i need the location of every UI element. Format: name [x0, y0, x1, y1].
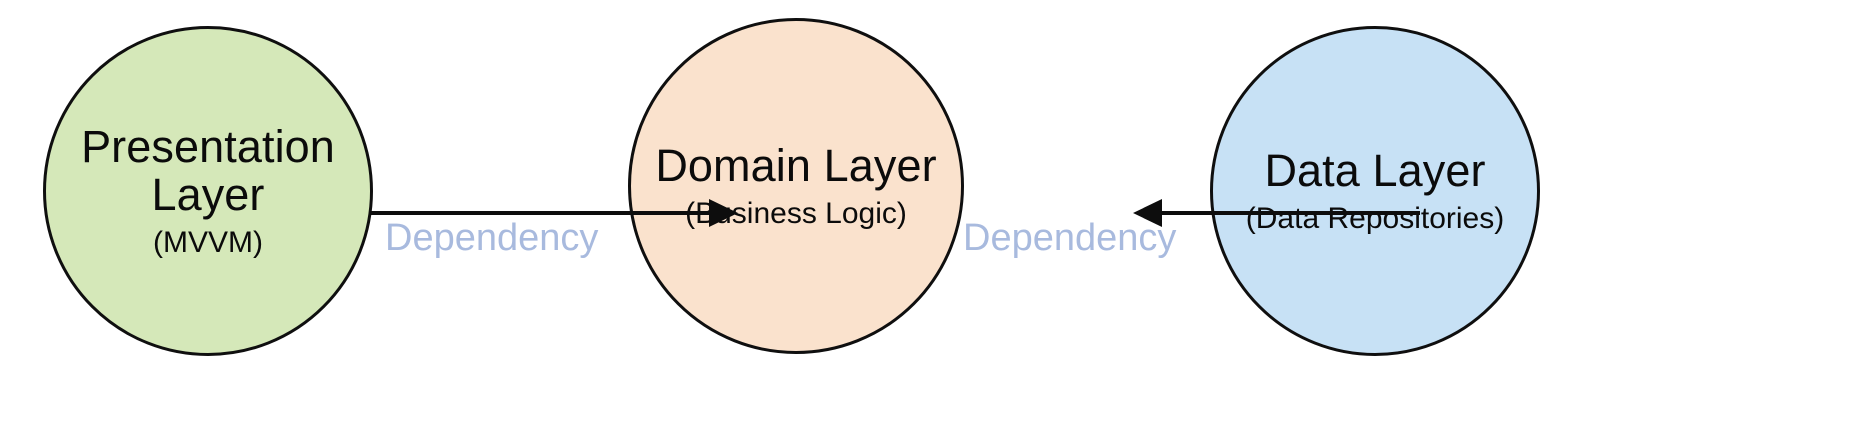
node-data-layer[interactable]: Data Layer (Data Repositories)	[1210, 26, 1540, 356]
node-domain-layer[interactable]: Domain Layer (Business Logic)	[628, 18, 964, 354]
node-presentation-layer-subtitle: (MVVM)	[153, 226, 263, 260]
node-data-layer-title: Data Layer	[1264, 144, 1486, 196]
edge-label-presentation-to-domain: Dependency	[385, 217, 599, 259]
node-presentation-layer-title: Presentation Layer	[81, 120, 335, 220]
edge-data-to-domain	[1145, 211, 1420, 215]
edge-label-data-to-domain: Dependency	[963, 217, 1177, 259]
arrow-left-icon	[1133, 199, 1162, 227]
edge-presentation-to-domain	[370, 211, 725, 215]
node-data-layer-subtitle: (Data Repositories)	[1245, 202, 1505, 236]
node-presentation-layer[interactable]: Presentation Layer (MVVM)	[43, 26, 373, 356]
arrow-right-icon	[709, 199, 738, 227]
node-domain-layer-title: Domain Layer	[655, 139, 937, 191]
